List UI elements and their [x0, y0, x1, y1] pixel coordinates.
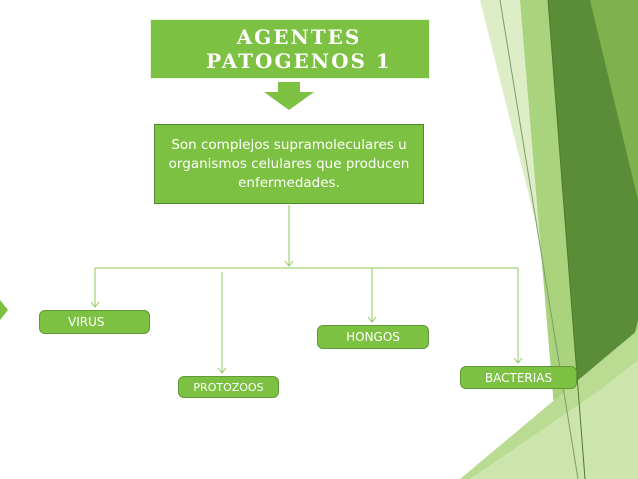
connector-arrowheads	[90, 260, 523, 374]
title-box: AGENTES PATOGENOS 1	[150, 19, 430, 79]
left-green-triangle	[0, 300, 8, 320]
bg-thin-line	[499, 0, 579, 479]
definition-box: Son complejos supramoleculares u organis…	[154, 124, 424, 204]
bg-thin-line-2	[547, 0, 586, 479]
node-virus: VIRUS	[39, 310, 150, 334]
node-hongos-label: HONGOS	[346, 330, 400, 344]
node-bacterias-label: BACTERIAS	[484, 370, 553, 385]
bg-mid-green-shape	[590, 0, 638, 200]
node-bacterias: BACTERIAS	[460, 366, 577, 389]
definition-text: Son complejos supramoleculares u organis…	[168, 136, 410, 191]
bg-bottom-light-shape	[470, 360, 638, 479]
node-virus-label: VIRUS	[68, 315, 105, 329]
connector-lines	[94, 205, 519, 373]
node-protozoos-label: PROTOZOOS	[193, 380, 264, 394]
node-hongos: HONGOS	[317, 325, 429, 349]
node-protozoos: PROTOZOOS	[178, 376, 279, 398]
diagram-title: AGENTES PATOGENOS 1	[206, 25, 392, 73]
title-down-arrow	[264, 82, 314, 110]
